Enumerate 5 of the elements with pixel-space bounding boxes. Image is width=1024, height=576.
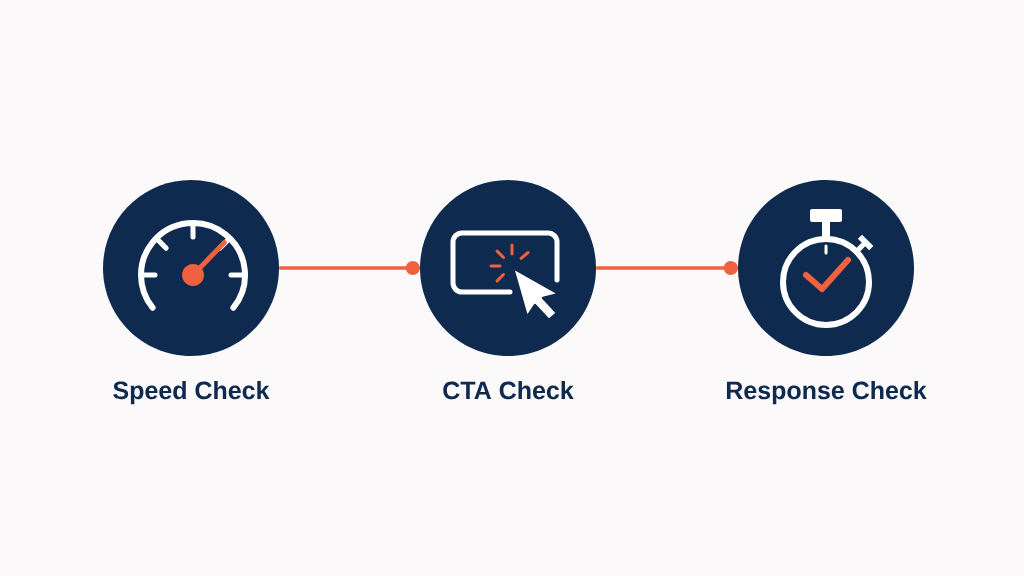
connector-line (279, 261, 420, 275)
step-label: Response Check (726, 380, 927, 405)
step-label: CTA Check (443, 380, 574, 400)
step-label: Speed Check (113, 380, 270, 405)
connector-line (596, 261, 738, 275)
